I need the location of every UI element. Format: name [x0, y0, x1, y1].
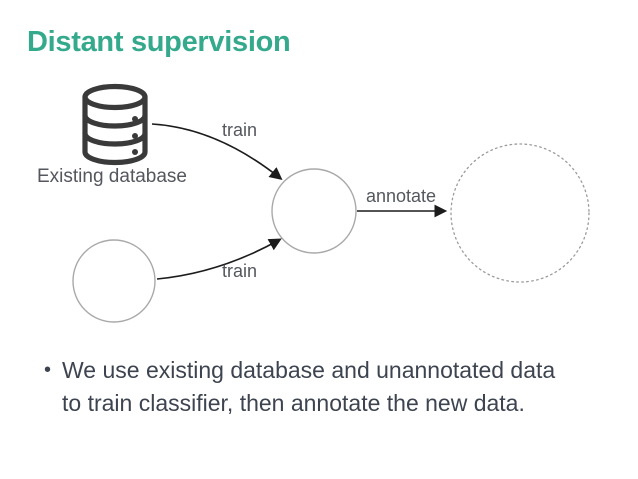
bullet-item: • We use existing database and unannotat… [44, 354, 614, 420]
edge-train-bottom-arrow [156, 238, 282, 280]
edge-train-top-arrow [151, 123, 283, 180]
bullet-line-1: We use existing database and unannotated… [62, 357, 556, 383]
database-icon [82, 83, 148, 166]
edge-label-annotate: annotate [366, 186, 437, 206]
unannotated-node-circle [72, 239, 156, 323]
newdata-node-dotted-circle [450, 143, 590, 283]
page-title: Distant supervision [27, 26, 291, 58]
edge-label-train-top: train [222, 120, 258, 140]
bullet-text: We use existing database and unannotated… [62, 354, 555, 420]
bullet-line-2: to train classifier, then annotate the n… [62, 390, 525, 416]
edge-label-train-bottom: train [222, 261, 258, 281]
bullet-marker: • [44, 359, 52, 381]
classifier-node-circle [271, 168, 357, 254]
existing-database-label: Existing database [37, 166, 187, 187]
